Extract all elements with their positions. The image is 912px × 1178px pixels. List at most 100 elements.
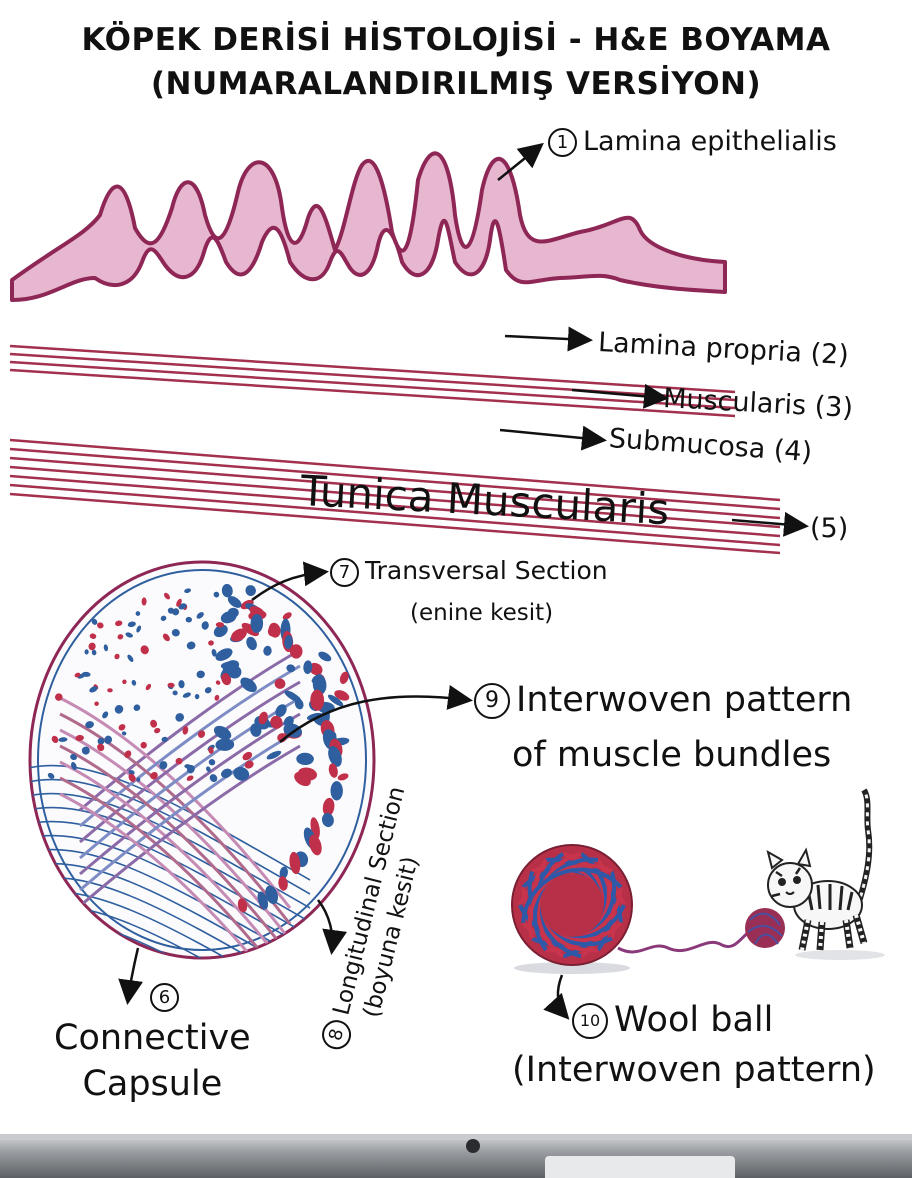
transversal-fiber (131, 679, 137, 686)
transversal-fiber (309, 662, 323, 676)
transversal-fiber (186, 775, 194, 781)
transversal-fiber (117, 634, 124, 640)
transversal-fiber (128, 773, 136, 782)
interwoven-strand (79, 712, 301, 876)
wool-ball-illustration (511, 844, 785, 974)
transversal-fiber (334, 690, 350, 701)
transversal-fiber (196, 670, 205, 679)
lamina-propria-lines (9, 344, 736, 418)
transversal-fiber (241, 622, 259, 637)
transversal-fiber (328, 763, 338, 778)
transversal-fiber (171, 628, 180, 637)
transversal-fiber (175, 713, 185, 722)
transversal-fiber (74, 672, 81, 678)
transversal-fiber (128, 770, 135, 775)
transversal-fiber (208, 759, 216, 766)
transversal-fiber (140, 741, 147, 749)
muscle-cross-section (28, 560, 376, 960)
transversal-fiber (160, 615, 167, 621)
transversal-fiber (185, 616, 192, 623)
transversal-fiber (47, 772, 55, 779)
transversal-fiber (161, 736, 168, 743)
transversal-fiber (184, 588, 192, 594)
transversal-fiber (215, 680, 221, 685)
transversal-fiber (328, 745, 342, 767)
transversal-fiber (221, 583, 233, 598)
transversal-fiber (125, 632, 133, 638)
transversal-fiber (167, 682, 175, 688)
transversal-fiber (91, 618, 98, 625)
tiger-kitten-illustration (766, 788, 885, 960)
transversal-fiber (233, 766, 250, 781)
transversal-fiber (124, 750, 132, 758)
label-interwoven-pattern-wool: (Interwoven pattern) (512, 1050, 876, 1090)
transversal-fiber (122, 679, 127, 685)
transversal-fiber (246, 636, 257, 651)
transversal-fiber (154, 727, 161, 734)
transversal-fiber (136, 777, 141, 782)
camera-icon (466, 1139, 480, 1153)
transversal-fiber (330, 781, 343, 801)
transversal-fiber (145, 683, 152, 691)
transversal-fiber (176, 598, 182, 607)
transversal-fiber (97, 743, 105, 752)
transversal-fiber (81, 746, 90, 755)
number-badge-10: 10 (572, 1003, 608, 1039)
transversal-fiber (296, 752, 314, 766)
interwoven-strand (79, 680, 301, 844)
transversal-fiber (289, 644, 303, 659)
transversal-fiber (91, 649, 97, 656)
transversal-fiber (94, 701, 99, 706)
interwoven-strand (79, 664, 301, 828)
transversal-fiber (339, 671, 349, 684)
transversal-fiber (182, 726, 189, 735)
transversal-fiber (89, 633, 97, 639)
section-arrows (118, 561, 570, 1020)
transversal-fiber (103, 644, 109, 652)
transversal-fiber (104, 735, 113, 744)
transversal-fiber (284, 634, 293, 650)
transversal-fiber (289, 851, 301, 875)
transversal-fiber (249, 606, 265, 619)
transversal-fiber (268, 622, 281, 638)
transversal-fiber (196, 612, 204, 619)
lamina-epithelialis-band (10, 151, 727, 302)
transversal-fiber (201, 621, 209, 630)
transversal-fiber (71, 761, 77, 771)
transversal-fiber (97, 737, 105, 745)
transversal-fiber (213, 725, 232, 740)
device-frame (0, 1134, 912, 1178)
label-text: Lamina epithelialis (583, 126, 837, 157)
transversal-fiber (127, 621, 136, 628)
transversal-fiber (257, 891, 269, 910)
label-text: Wool ball (614, 1000, 774, 1040)
transversal-fiber (282, 612, 292, 620)
transversal-fiber (221, 673, 232, 686)
transversal-fiber (240, 677, 257, 693)
transversal-fiber (322, 797, 335, 817)
transversal-fiber (209, 774, 218, 783)
transversal-fiber (184, 764, 192, 769)
transversal-fiber (150, 719, 158, 728)
transversal-fiber (327, 694, 344, 707)
transversal-fiber (244, 760, 254, 769)
transversal-fiber (321, 812, 334, 828)
number-badge-9: 9 (474, 683, 510, 719)
transversal-fiber (337, 773, 349, 781)
wool-strand (521, 867, 623, 923)
transversal-fiber (89, 686, 98, 693)
transversal-fiber (258, 711, 268, 725)
transversal-fiber (215, 648, 233, 661)
transversal-fiber (213, 624, 228, 638)
transversal-fiber (58, 737, 68, 742)
transversal-fiber (245, 585, 256, 597)
label-5: (5) (810, 513, 849, 544)
transversal-fiber (70, 753, 78, 761)
label-muscle-bundles: of muscle bundles (512, 735, 832, 775)
label-text: Transversal Section (365, 556, 608, 585)
transversal-fiber (213, 591, 220, 598)
